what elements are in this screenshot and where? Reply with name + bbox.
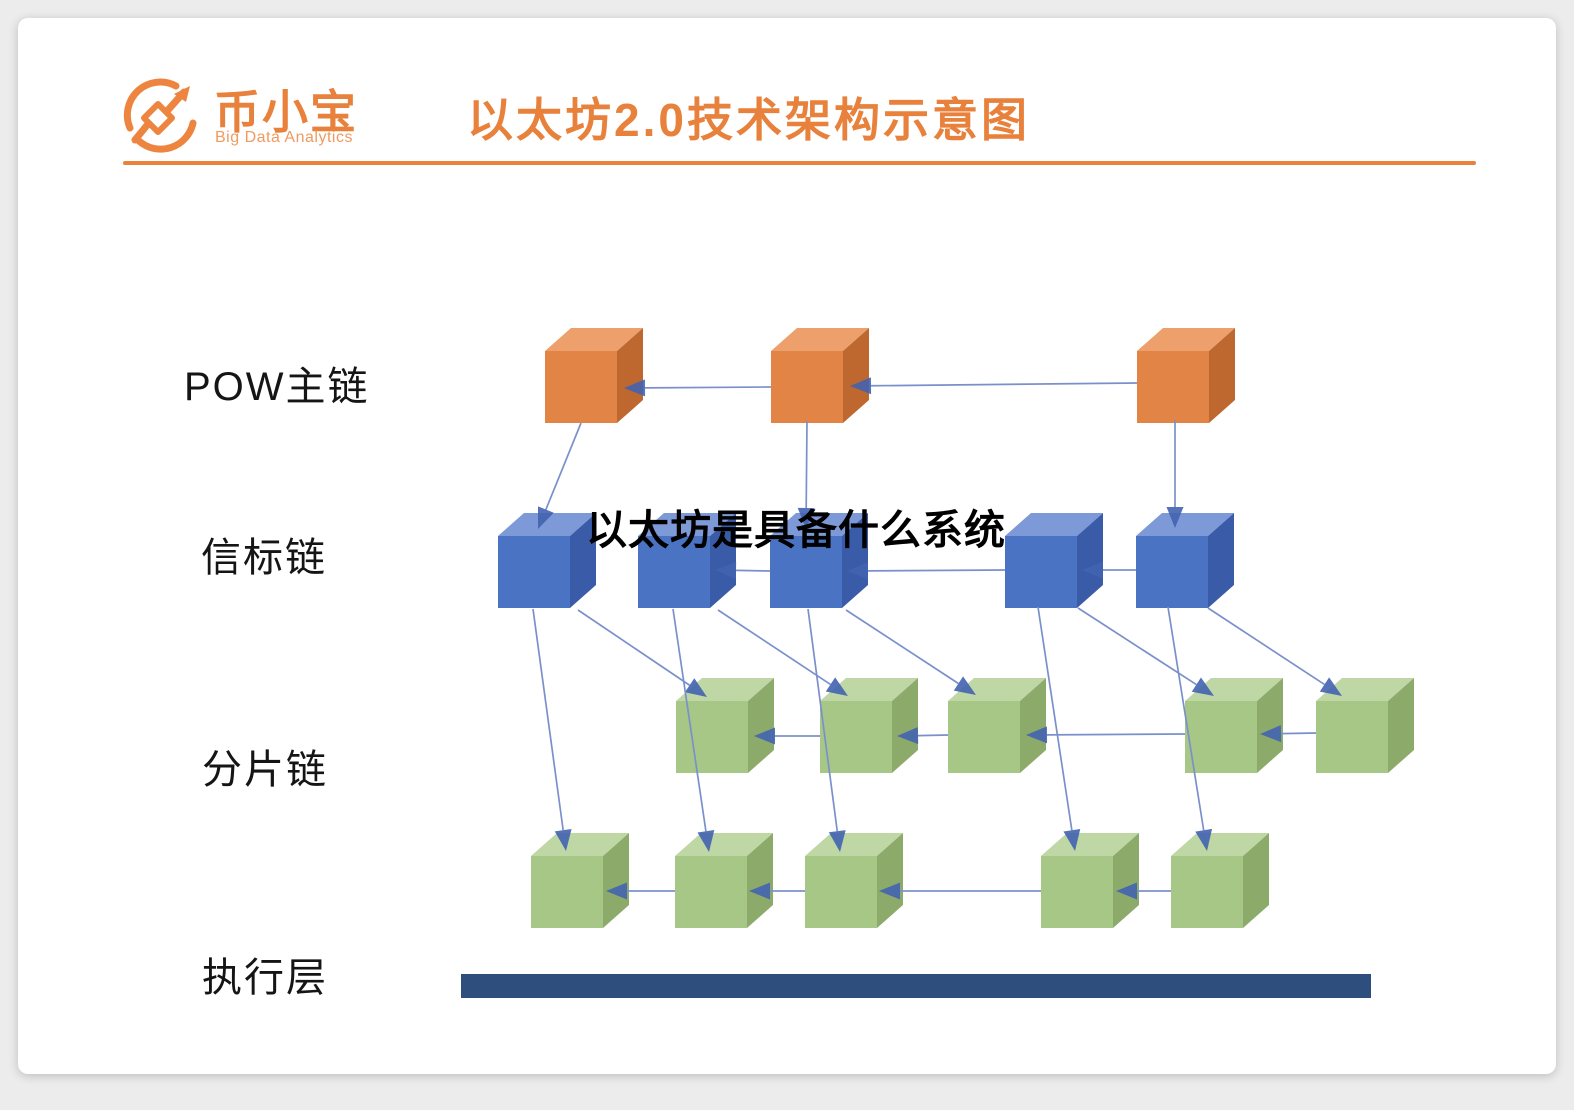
beacon-chain-block: [1136, 513, 1234, 608]
connection-arrow: [606, 882, 675, 900]
execution-layer-bar: [461, 974, 1371, 998]
connection-arrow: [754, 727, 820, 745]
row-label-execution-layer: 执行层: [202, 956, 328, 1000]
connection-arrow: [879, 882, 1041, 900]
overlay-caption: 以太坊是具备什么系统: [586, 507, 1006, 553]
connection-arrow: [715, 561, 771, 579]
beacon-chain-block: [498, 513, 596, 608]
connection-arrow: [797, 420, 815, 529]
connection-arrow: [1207, 607, 1342, 696]
beacon-chain-block: [770, 513, 868, 608]
architecture-diagram: [461, 328, 1414, 998]
logo-subtitle: Big Data Analytics: [215, 129, 353, 146]
connection-arrow: [845, 609, 976, 695]
connection-arrow: [749, 882, 805, 900]
pow-main-chain-block: [1137, 328, 1235, 423]
connection-arrow: [717, 609, 848, 696]
logo-name: 币小宝: [214, 86, 358, 138]
shard-chain-upper-block: [948, 678, 1046, 773]
pow-main-chain-block: [545, 328, 643, 423]
shard-chain-lower-block: [531, 833, 629, 928]
shard-chain-lower-block: [675, 833, 773, 928]
shard-chain-lower-block: [1041, 833, 1139, 928]
connection-arrow: [1260, 725, 1317, 743]
pow-main-chain-block: [771, 328, 869, 423]
shard-chain-upper-block: [1185, 678, 1283, 773]
connection-arrow: [1026, 726, 1186, 744]
shard-chain-lower-block: [805, 833, 903, 928]
connection-arrow: [1166, 420, 1184, 528]
row-label-shard-chain: 分片链: [202, 748, 328, 792]
beacon-chain-block: [638, 513, 736, 608]
connection-arrow: [850, 377, 1138, 395]
connection-arrow: [532, 608, 572, 851]
connection-arrow: [807, 608, 846, 852]
connection-arrow: [1167, 606, 1213, 851]
connection-arrow: [1077, 607, 1214, 696]
connection-arrow: [1082, 561, 1136, 579]
connection-arrow: [538, 422, 582, 529]
connection-arrow: [1116, 882, 1171, 900]
connection-arrow: [577, 609, 707, 697]
shard-chain-upper-block: [1316, 678, 1414, 773]
row-label-pow-main-chain: POW主链: [184, 365, 370, 409]
content-card: 币小宝 Big Data Analytics 以太坊2.0技术架构示意图 POW…: [18, 18, 1556, 1074]
header-divider: [123, 161, 1476, 165]
shard-chain-lower-block: [1171, 833, 1269, 928]
trend-arrow-circle-icon: [123, 78, 197, 153]
connection-arrow: [672, 608, 715, 852]
page-title: 以太坊2.0技术架构示意图: [467, 94, 1030, 146]
row-label-beacon-chain: 信标链: [201, 536, 327, 580]
connection-arrow: [897, 727, 949, 745]
beacon-chain-block: [1005, 513, 1103, 608]
connection-arrow: [847, 562, 1006, 580]
connection-arrow: [1037, 606, 1081, 851]
connection-arrow: [624, 379, 772, 397]
